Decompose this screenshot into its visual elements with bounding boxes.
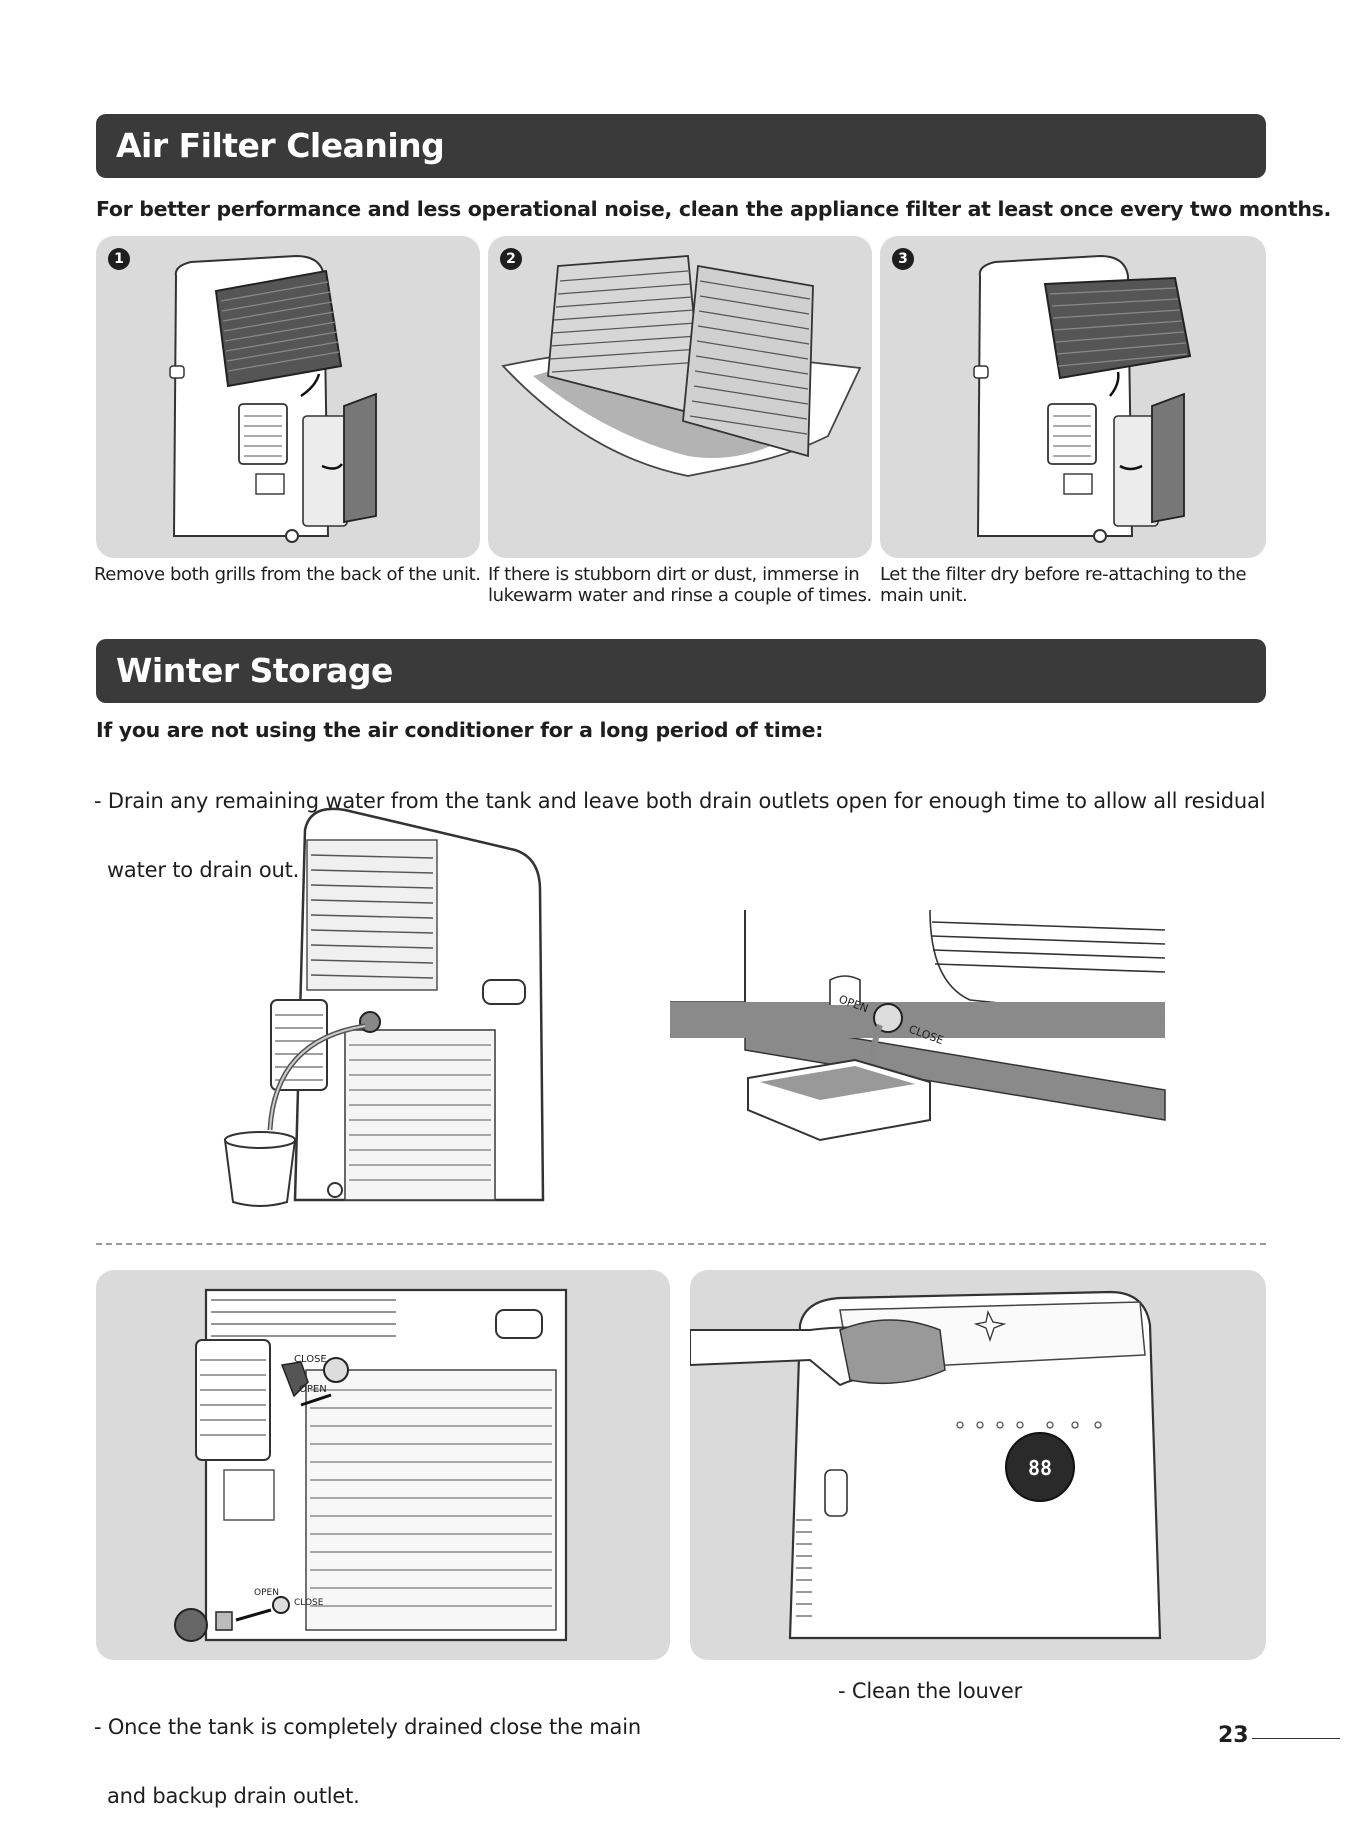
drain-instruction: - Drain any remaining water from the tan… xyxy=(94,744,1266,905)
section-divider xyxy=(96,1243,1266,1245)
air-filter-intro: For better performance and less operatio… xyxy=(96,197,1332,221)
step-2-illustration: 2 xyxy=(488,236,872,558)
caption-line: If there is stubborn dirt or dust, immer… xyxy=(488,564,860,585)
unit-back-grill-removal-illustration xyxy=(169,254,377,543)
close-label: CLOSE xyxy=(294,1598,324,1608)
clean-louver-illustration: 88 xyxy=(690,1270,1266,1660)
page-number: 23 xyxy=(1218,1723,1249,1748)
step-2-caption: If there is stubborn dirt or dust, immer… xyxy=(488,564,872,606)
instruction-line: and backup drain outlet. xyxy=(94,1784,360,1808)
step-3-caption: Let the filter dry before re-attaching t… xyxy=(880,564,1247,606)
caption-line: main unit. xyxy=(880,585,968,606)
clean-louver-instruction: - Clean the louver xyxy=(838,1679,1023,1703)
caption-line: Let the filter dry before re-attaching t… xyxy=(880,564,1247,585)
filter-rinse-illustration xyxy=(501,255,862,477)
open-label: OPEN xyxy=(254,1588,279,1598)
open-label: OPEN xyxy=(299,1384,327,1395)
winter-storage-section-header: Winter Storage xyxy=(96,639,1266,703)
unit-draining-into-bucket-illustration xyxy=(223,807,545,1207)
step-number-badge: 3 xyxy=(892,248,914,270)
close-drain-instruction: - Once the tank is completely drained cl… xyxy=(94,1670,641,1831)
step-1-caption: Remove both grills from the back of the … xyxy=(94,564,481,585)
step-number-badge: 2 xyxy=(500,248,522,270)
instruction-line: - Drain any remaining water from the tan… xyxy=(94,789,1266,813)
air-filter-section-header: Air Filter Cleaning xyxy=(96,114,1266,178)
drain-plug-illustration: CLOSE OPEN OPEN CLOSE xyxy=(174,1288,568,1642)
winter-storage-intro: If you are not using the air conditioner… xyxy=(96,718,824,742)
instruction-line: - Once the tank is completely drained cl… xyxy=(94,1715,641,1739)
temperature-display: 88 xyxy=(1028,1456,1052,1480)
caption-line: lukewarm water and rinse a couple of tim… xyxy=(488,585,872,606)
close-label: CLOSE xyxy=(294,1354,327,1365)
unit-back-grill-reattach-illustration xyxy=(973,254,1192,543)
step-number-badge: 1 xyxy=(108,248,130,270)
step-3-illustration: 3 xyxy=(880,236,1266,558)
drain-outlet-detail-illustration: OPEN CLOSE xyxy=(670,910,1166,1142)
wiping-louver-illustration: 88 xyxy=(690,1290,1162,1640)
page-number-rule xyxy=(1252,1738,1340,1739)
step-1-illustration: 1 xyxy=(96,236,480,558)
instruction-line: water to drain out. xyxy=(94,858,300,882)
caption-line: Remove both grills from the back of the … xyxy=(94,564,481,585)
close-drain-illustration: CLOSE OPEN OPEN CLOSE xyxy=(96,1270,670,1660)
